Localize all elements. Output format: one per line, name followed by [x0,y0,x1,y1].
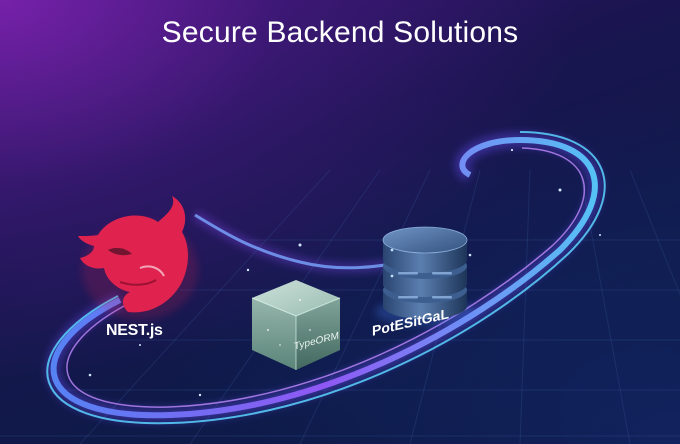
page-title: Secure Backend Solutions [161,16,519,49]
nestjs-cat-logo-icon [78,196,198,320]
nestjs-label: NEST.js [106,322,163,339]
light-trail [45,131,606,425]
glass-cube-icon [251,280,341,370]
sparkles [88,148,601,397]
database-stack-icon [375,226,475,326]
